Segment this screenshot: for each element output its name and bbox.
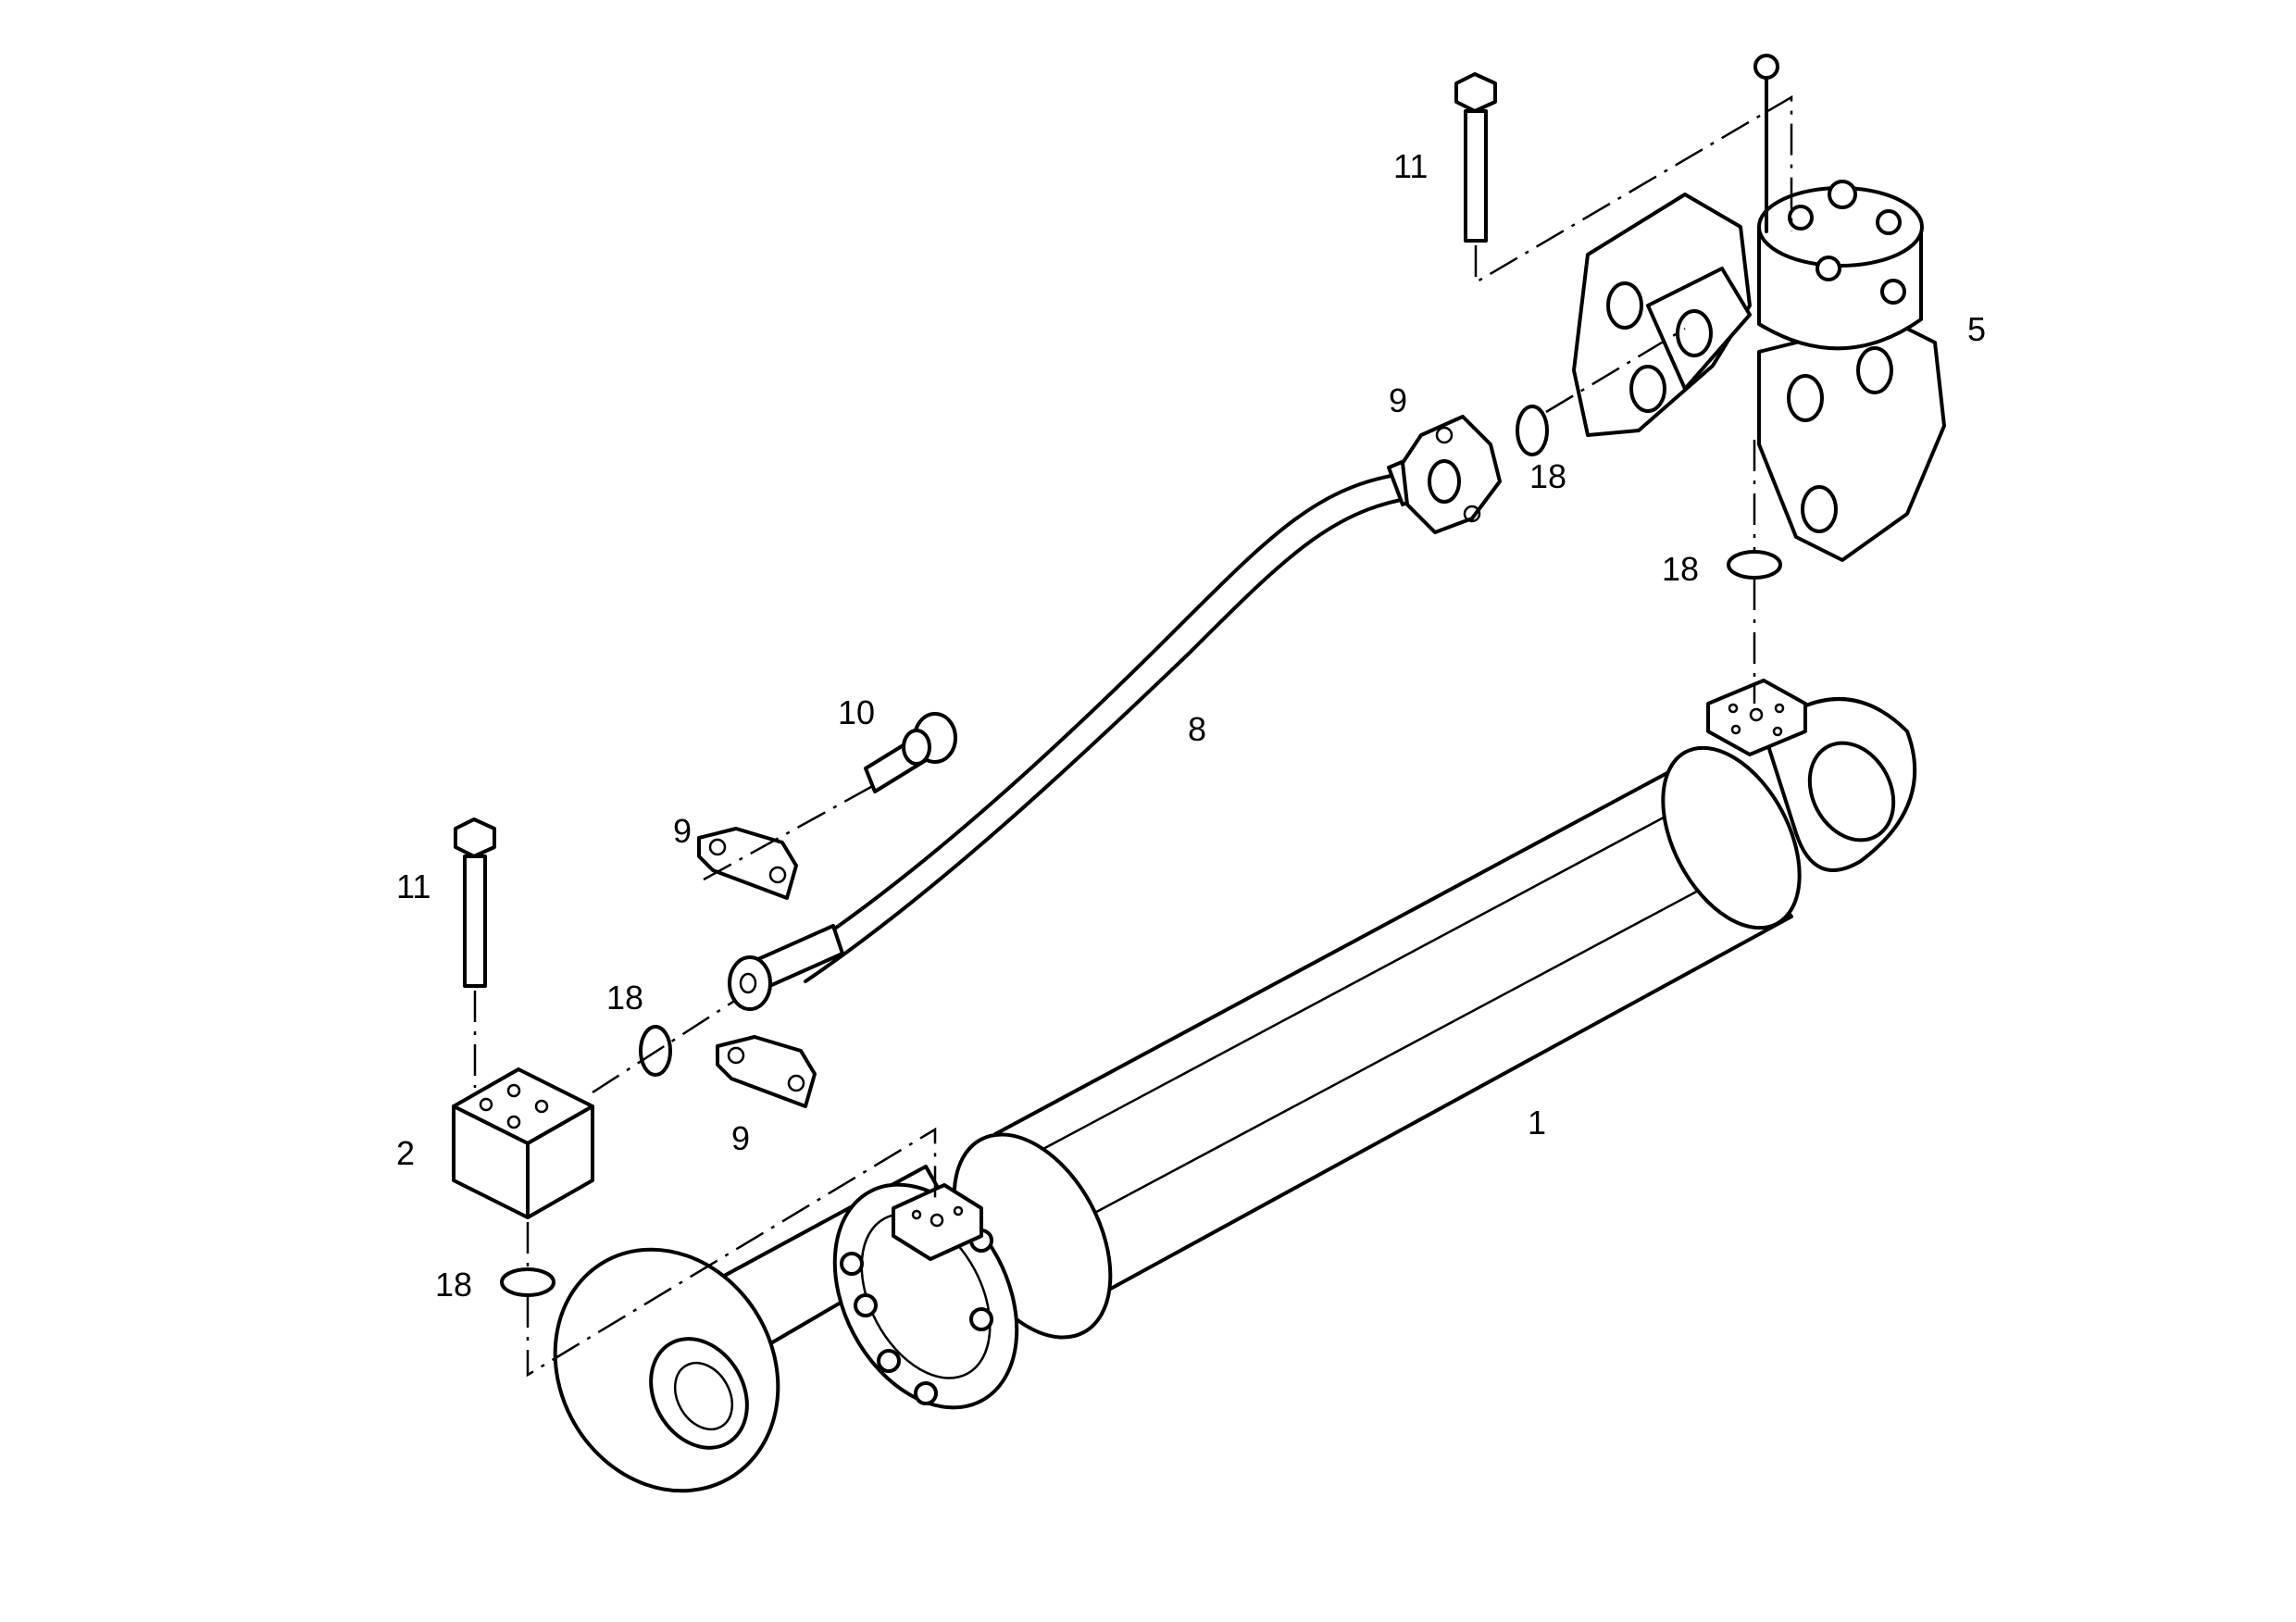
hose-line [790, 470, 1418, 960]
flange-clamp-middle [697, 827, 798, 900]
callout-5: 5 [1967, 310, 1986, 348]
gland-bolts [840, 1192, 993, 1405]
o-ring-hose-upper [1516, 405, 1549, 456]
gland-port-pad [892, 1183, 983, 1261]
assembly-centerlines [473, 94, 1793, 1378]
callout-1: 1 [1528, 1104, 1546, 1142]
callout-18-block-side: 18 [606, 979, 643, 1017]
valve-assembly [1572, 54, 1946, 562]
hydraulic-cylinder [553, 679, 1917, 1493]
callout-8: 8 [1188, 710, 1206, 748]
callout-9-lower: 9 [731, 1119, 750, 1157]
valve-block [452, 1067, 594, 1219]
rod-end-bore [649, 1337, 749, 1450]
callout-18-hose-upper: 18 [1529, 457, 1566, 495]
base-collar [1661, 745, 1802, 930]
callout-18-valve: 18 [1662, 550, 1699, 588]
bolt-lower [454, 817, 496, 988]
callout-9-middle: 9 [673, 812, 692, 850]
hose-nipple-lower [728, 955, 772, 1011]
flange-clamp-lower [716, 1035, 817, 1108]
valve-bracket-lower [1757, 318, 1946, 562]
bolt-upper [1454, 72, 1497, 243]
base-port-pad [1706, 679, 1807, 756]
callout-9-upper: 9 [1389, 381, 1407, 419]
o-ring-valve [1727, 550, 1782, 580]
valve-lever-knob [1753, 54, 1779, 80]
cap-screw [864, 712, 957, 793]
callout-2: 2 [396, 1134, 415, 1172]
callout-11-upper: 11 [1393, 147, 1428, 185]
callout-10: 10 [838, 693, 875, 731]
o-ring-block-side [639, 1025, 672, 1077]
callout-18-block-bottom: 18 [435, 1266, 472, 1304]
callout-11-lower: 11 [396, 867, 430, 905]
hose-assembly [728, 415, 1502, 1011]
o-ring-block-bottom [500, 1267, 555, 1297]
